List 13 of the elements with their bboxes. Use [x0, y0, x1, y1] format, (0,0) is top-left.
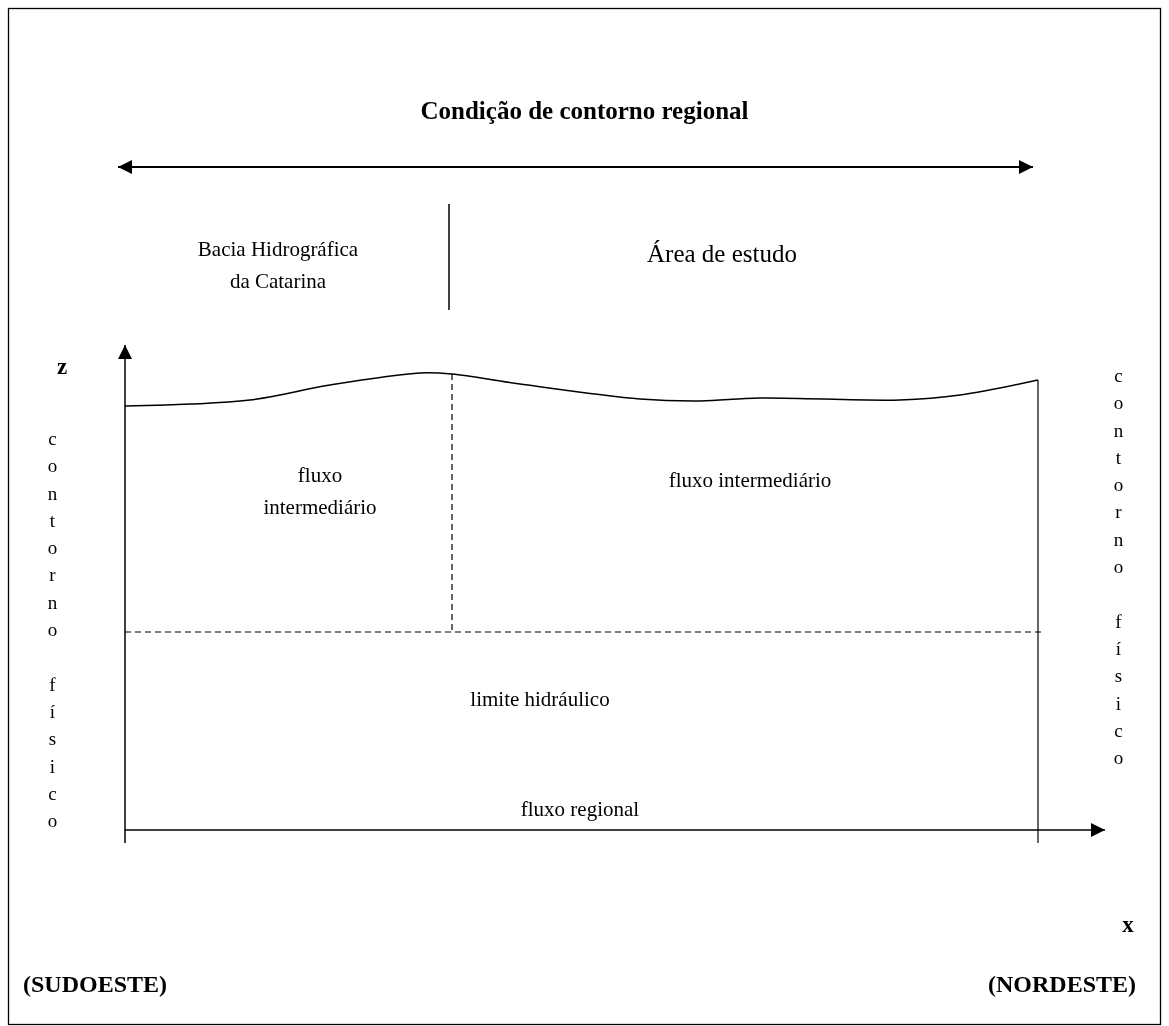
zone-label: limite hidráulico — [469, 686, 611, 713]
axis-label: x — [1121, 911, 1135, 939]
direction-label: (SUDOESTE) — [21, 970, 168, 999]
region-label: Bacia Hidrográfica da Catarina — [196, 236, 360, 295]
zone-label: fluxo intermediário — [262, 462, 378, 521]
title: Condição de contorno regional — [419, 96, 750, 126]
zone-label: fluxo intermediário — [667, 467, 833, 494]
axis-label: z — [55, 353, 69, 381]
zone-label: fluxo regional — [519, 796, 641, 823]
boundary-label: contorno físico — [46, 427, 59, 834]
boundary-label: contorno físico — [1112, 364, 1125, 771]
region-label: Área de estudo — [646, 239, 798, 269]
direction-label: (NORDESTE) — [987, 970, 1137, 999]
